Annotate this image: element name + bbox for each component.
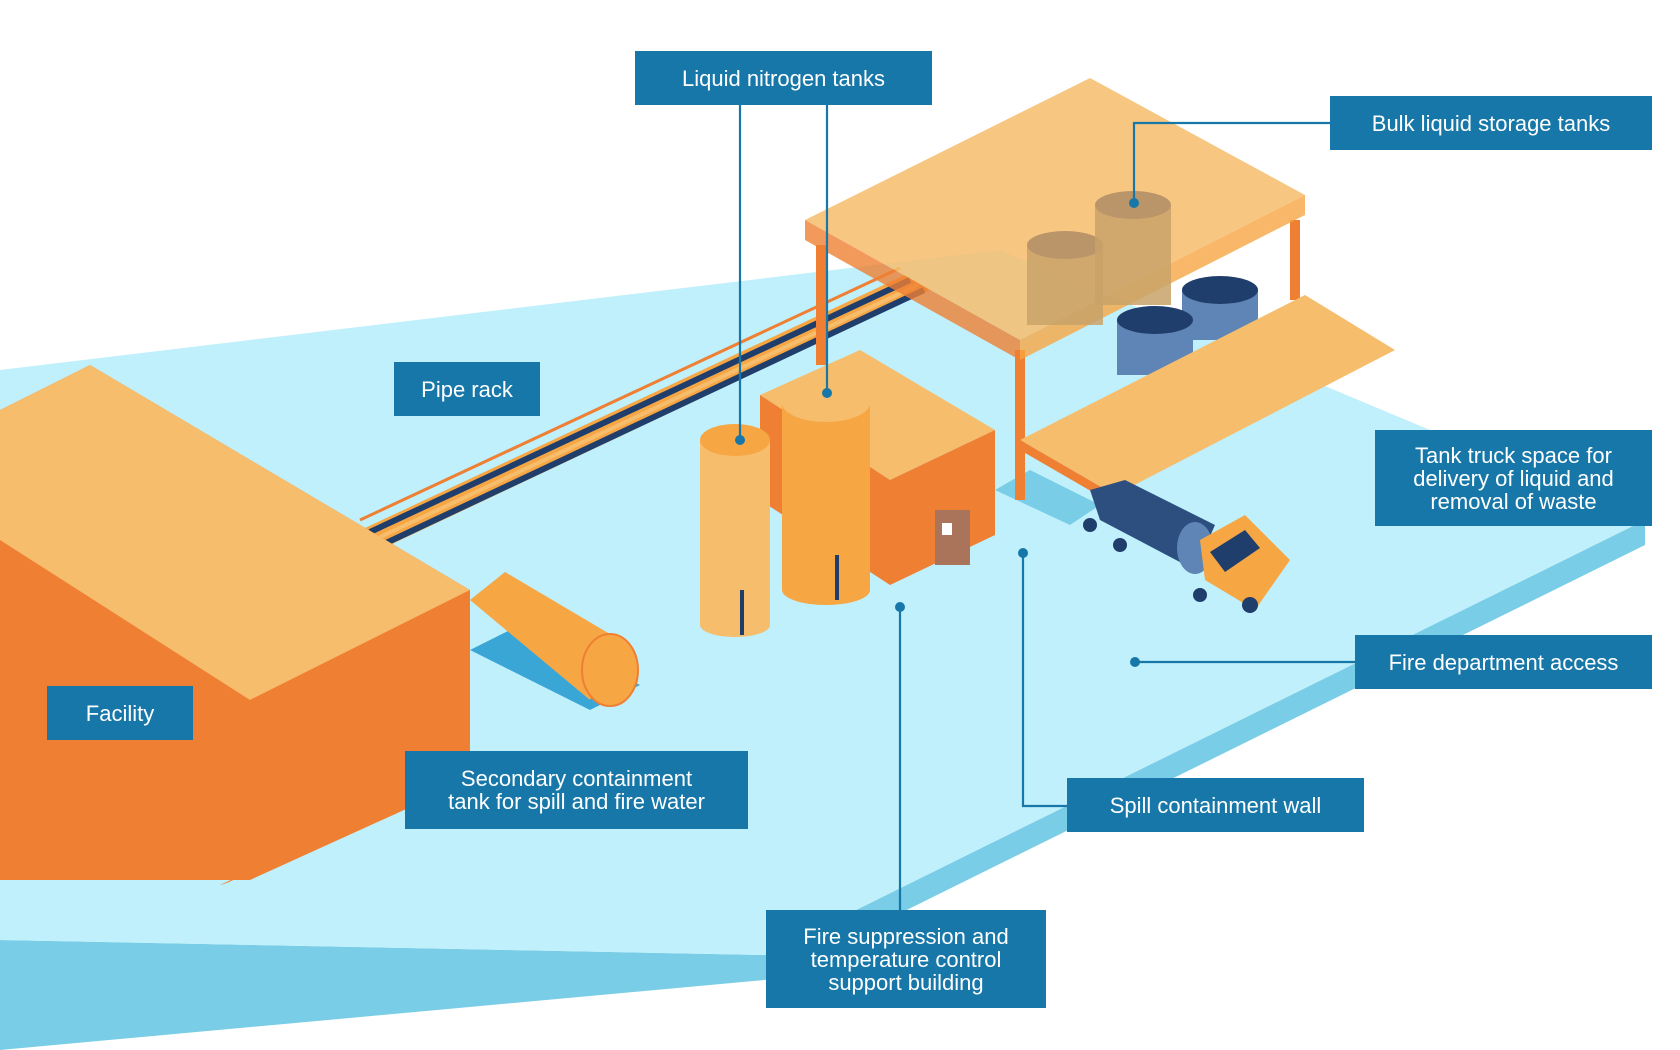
leader-lines [735,105,1355,910]
truck-canopy-edge [1020,440,1115,505]
label-secondary-containment: Secondary containment tank for spill and… [405,751,748,829]
bulk-storage-canopy [805,78,1305,500]
label-fire-suppression-building: Fire suppression and temperature control… [766,910,1046,1008]
label-spill-containment-wall: Spill containment wall [1067,778,1364,832]
liquid-nitrogen-tanks [700,384,870,637]
tank-truck [1083,480,1290,613]
pipe-rack [359,266,930,546]
label-fire-department-access: Fire department access [1355,635,1652,689]
secondary-containment-tank [470,572,640,710]
label-liquid-nitrogen-tanks: Liquid nitrogen tanks [635,51,932,105]
truck-canopy [1020,295,1395,495]
label-facility: Facility [47,686,193,740]
label-bulk-liquid-storage-tanks: Bulk liquid storage tanks [1330,96,1652,150]
label-pipe-rack: Pipe rack [394,362,540,416]
facility-building [0,365,470,885]
label-tank-truck-space: Tank truck space for delivery of liquid … [1375,430,1652,526]
